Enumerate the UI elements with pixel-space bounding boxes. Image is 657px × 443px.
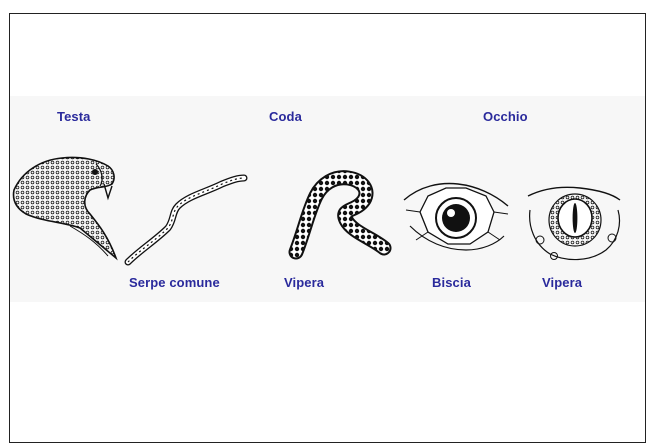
heading-head: Testa bbox=[57, 109, 91, 124]
viper-tail-drawing bbox=[296, 178, 384, 252]
caption-common-snake: Serpe comune bbox=[129, 275, 220, 290]
caption-viper-eye: Vipera bbox=[542, 275, 582, 290]
caption-grass-snake-eye: Biscia bbox=[432, 275, 471, 290]
heading-tail: Coda bbox=[269, 109, 302, 124]
heading-eye: Occhio bbox=[483, 109, 528, 124]
common-snake-body-drawing bbox=[128, 178, 244, 262]
snake-head-drawing bbox=[14, 157, 117, 258]
caption-viper-tail: Vipera bbox=[284, 275, 324, 290]
viper-eye-drawing bbox=[528, 187, 620, 259]
grass-snake-eye-drawing bbox=[404, 184, 508, 250]
